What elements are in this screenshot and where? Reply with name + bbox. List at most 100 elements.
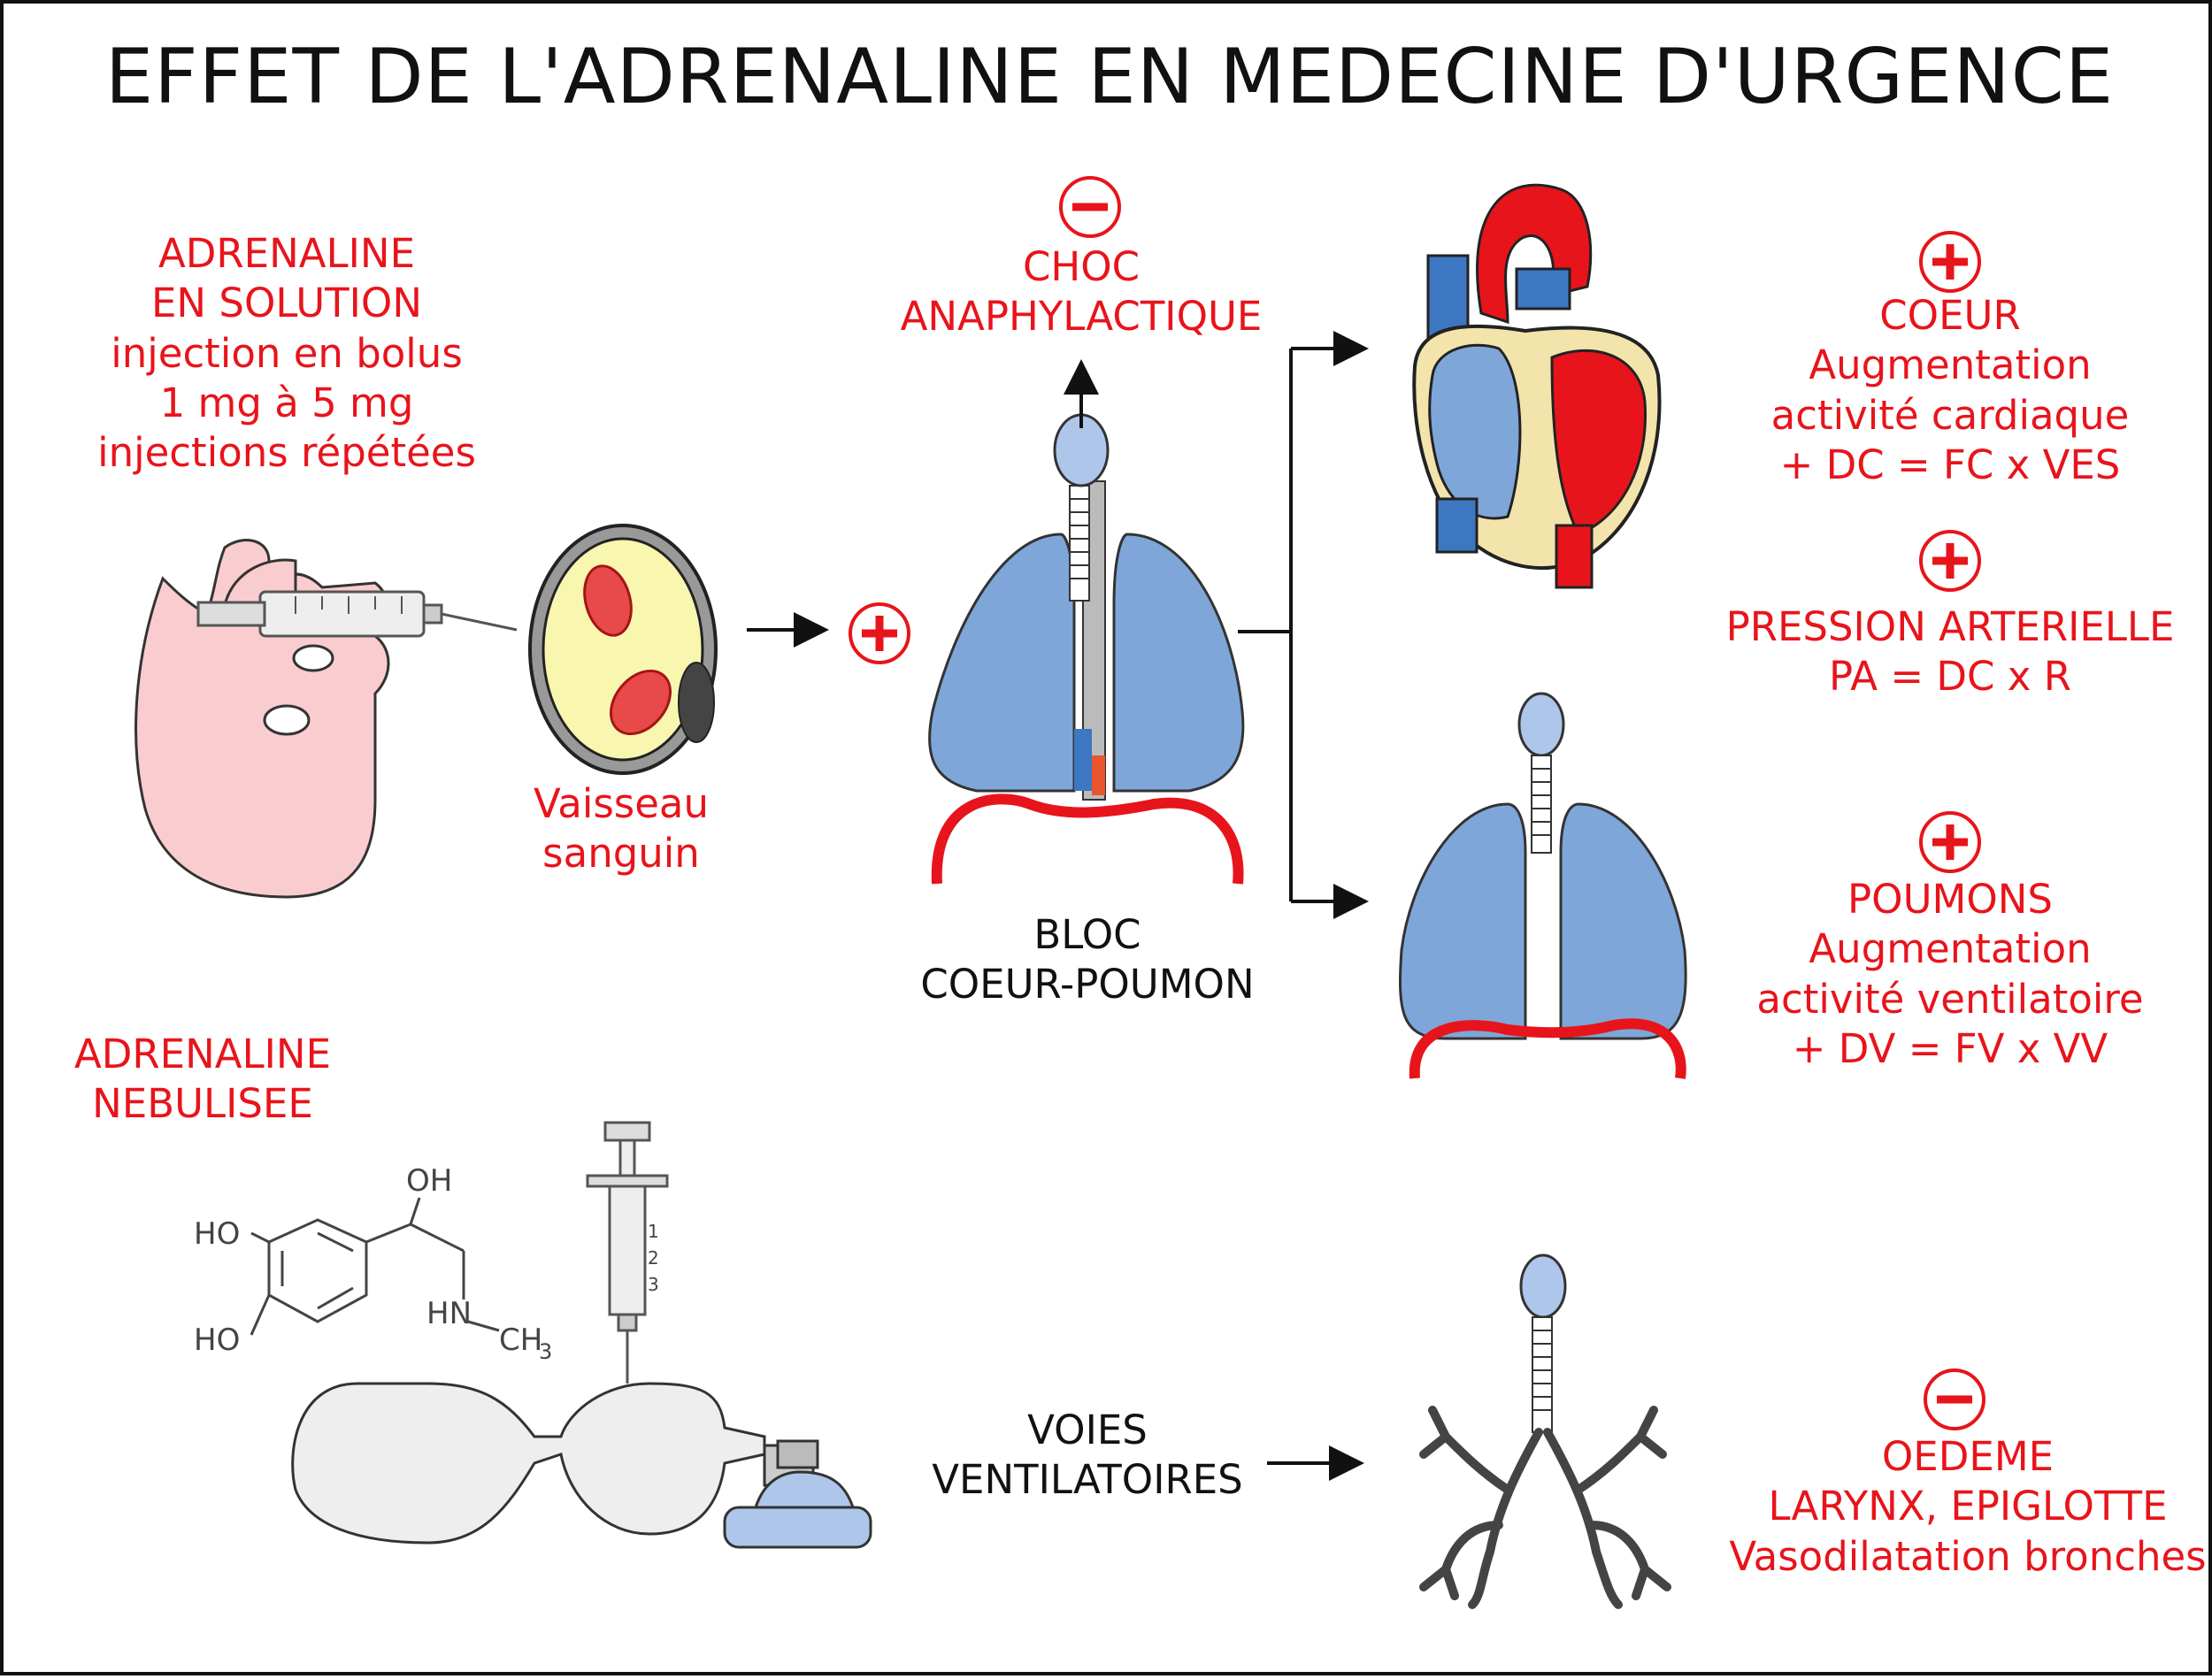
- syringe-mark: 1: [648, 1221, 659, 1242]
- red-blood-cell: [610, 669, 672, 736]
- syringe-barrel: [258, 590, 426, 638]
- endothelial-nucleus: [678, 662, 715, 743]
- syringe-plunger: [196, 601, 266, 627]
- bronchial-tree-illustration: [1419, 1254, 1671, 1609]
- trachea-rings: [1069, 485, 1090, 602]
- oedeme-line: LARYNX, EPIGLOTTE: [1768, 1483, 2168, 1530]
- oedeme-line: OEDEME: [1881, 1433, 2055, 1480]
- poumons-line: POUMONS: [1847, 876, 2053, 923]
- vessel-label: Vaisseau sanguin: [488, 779, 754, 879]
- nebulizer-illustration: [291, 1121, 872, 1549]
- molecule-label: 3: [539, 1339, 552, 1364]
- bag-reservoir: [291, 1382, 766, 1545]
- right-chambers: [1428, 343, 1522, 520]
- coeur-line: + DC = FC x VES: [1779, 441, 2121, 488]
- oedeme-line: Vasodilatation bronches: [1729, 1532, 2207, 1580]
- plus-sign-poumons: [1919, 811, 1981, 873]
- injection-line: ADRENALINE: [157, 230, 416, 277]
- injection-label: ADRENALINE EN SOLUTION injection en bolu…: [21, 229, 552, 478]
- finger-nail: [263, 704, 311, 736]
- adrenaline-molecule: [250, 1197, 500, 1336]
- right-lung: [1559, 802, 1687, 1040]
- poumons-line: activité ventilatoire: [1756, 975, 2144, 1023]
- trachea-rings: [1531, 755, 1552, 854]
- trachea-rings: [1532, 1316, 1553, 1433]
- left-lung: [928, 533, 1076, 793]
- plus-sign-pression: [1919, 530, 1981, 592]
- mask-dome: [753, 1470, 856, 1509]
- nebulizer-syringe-rod: [618, 1138, 636, 1177]
- molecule-label: HO: [194, 1216, 240, 1252]
- minus-sign-oedeme: [1924, 1368, 1985, 1430]
- coeur-label: COEUR Augmentation activité cardiaque + …: [1685, 291, 2212, 490]
- nebulisee-label: ADRENALINE NEBULISEE: [12, 1030, 393, 1130]
- plus-sign-bloc: [849, 602, 910, 664]
- nebulizer-syringe-flange: [586, 1174, 669, 1188]
- bloc-label: BLOC COEUR-POUMON: [822, 910, 1353, 1010]
- finger-nail: [292, 644, 334, 672]
- molecule-label: HN: [426, 1296, 472, 1331]
- syringe-hub: [422, 603, 443, 625]
- molecule-label: CH: [499, 1322, 542, 1358]
- heart-illustration: [1412, 183, 1662, 589]
- pression-line: PA = DC x R: [1829, 653, 2071, 701]
- syringe-tick-marks: [295, 596, 403, 614]
- vessel-line: Vaisseau: [533, 780, 710, 827]
- coeur-line: Augmentation: [1809, 341, 2092, 389]
- mask-base: [723, 1506, 872, 1549]
- coeur-line: COEUR: [1879, 292, 2021, 339]
- oedeme-label: OEDEME LARYNX, EPIGLOTTE Vasodilatation …: [1685, 1432, 2212, 1582]
- descending-aorta: [1555, 524, 1594, 589]
- nebulizer-syringe-tip: [617, 1313, 638, 1332]
- inferior-vena-cava: [1435, 497, 1479, 554]
- nebulizer-syringe-plunger: [603, 1121, 651, 1142]
- injection-line: injections répétées: [97, 429, 476, 476]
- valve: [776, 1439, 819, 1469]
- diaphragm: [1409, 1018, 1686, 1079]
- page-title: EFFET DE L'ADRENALINE EN MEDECINE D'URGE…: [104, 33, 2115, 121]
- injection-line: injection en bolus: [111, 329, 463, 377]
- syringe-mark: 2: [648, 1247, 659, 1269]
- poumons-line: Augmentation: [1809, 925, 2092, 973]
- red-blood-cell: [583, 564, 633, 637]
- plus-sign-coeur: [1919, 231, 1981, 293]
- hand-syringe-illustration: [134, 539, 518, 899]
- left-lung: [1399, 802, 1527, 1040]
- aorta-segment: [1092, 755, 1105, 795]
- lungs-illustration: [1399, 692, 1687, 1079]
- voies-label: VOIES VENTILATOIRES: [866, 1406, 1309, 1506]
- pression-line: PRESSION ARTERIELLE: [1725, 603, 2175, 650]
- voies-line: VOIES: [1027, 1407, 1148, 1453]
- pulmonary-artery: [1515, 267, 1571, 310]
- choc-line: ANAPHYLACTIQUE: [900, 293, 1263, 341]
- diagram-artwork: OH HO HO HN CH 3 1 2 3: [134, 176, 1985, 1609]
- left-chambers: [1550, 349, 1647, 536]
- vena-cava-segment: [1074, 729, 1092, 791]
- bloc-line: BLOC: [1033, 911, 1141, 958]
- voies-line: VENTILATOIRES: [932, 1456, 1243, 1504]
- diaphragm: [931, 794, 1244, 885]
- nebulizer-syringe-barrel: [608, 1184, 647, 1316]
- choc-label: CHOC ANAPHYLACTIQUE: [816, 242, 1347, 342]
- poumons-line: + DV = FV x VV: [1792, 1024, 2108, 1072]
- syringe-needle: [441, 612, 518, 632]
- injection-line: 1 mg à 5 mg: [159, 379, 414, 426]
- molecule-label: HO: [194, 1322, 240, 1358]
- vessel-line: sanguin: [542, 830, 700, 878]
- larynx: [1519, 1254, 1567, 1319]
- choc-line: CHOC: [1022, 243, 1141, 290]
- pression-label: PRESSION ARTERIELLE PA = DC x R: [1667, 602, 2212, 702]
- blood-vessel-illustration: [528, 524, 718, 775]
- larynx: [1517, 692, 1565, 757]
- coeur-line: activité cardiaque: [1770, 391, 2130, 439]
- bloc-coeur-poumon-illustration: [928, 359, 1245, 885]
- molecule-label: OH: [406, 1163, 452, 1199]
- nebulisee-line: NEBULISEE: [92, 1080, 313, 1128]
- branch-arrows: [1238, 331, 1369, 919]
- nebulisee-line: ADRENALINE: [73, 1031, 332, 1077]
- bloc-line: COEUR-POUMON: [920, 961, 1255, 1008]
- minus-sign-choc: [1059, 176, 1121, 238]
- injection-line: EN SOLUTION: [151, 280, 422, 327]
- bronchi-branches: [1419, 1406, 1671, 1609]
